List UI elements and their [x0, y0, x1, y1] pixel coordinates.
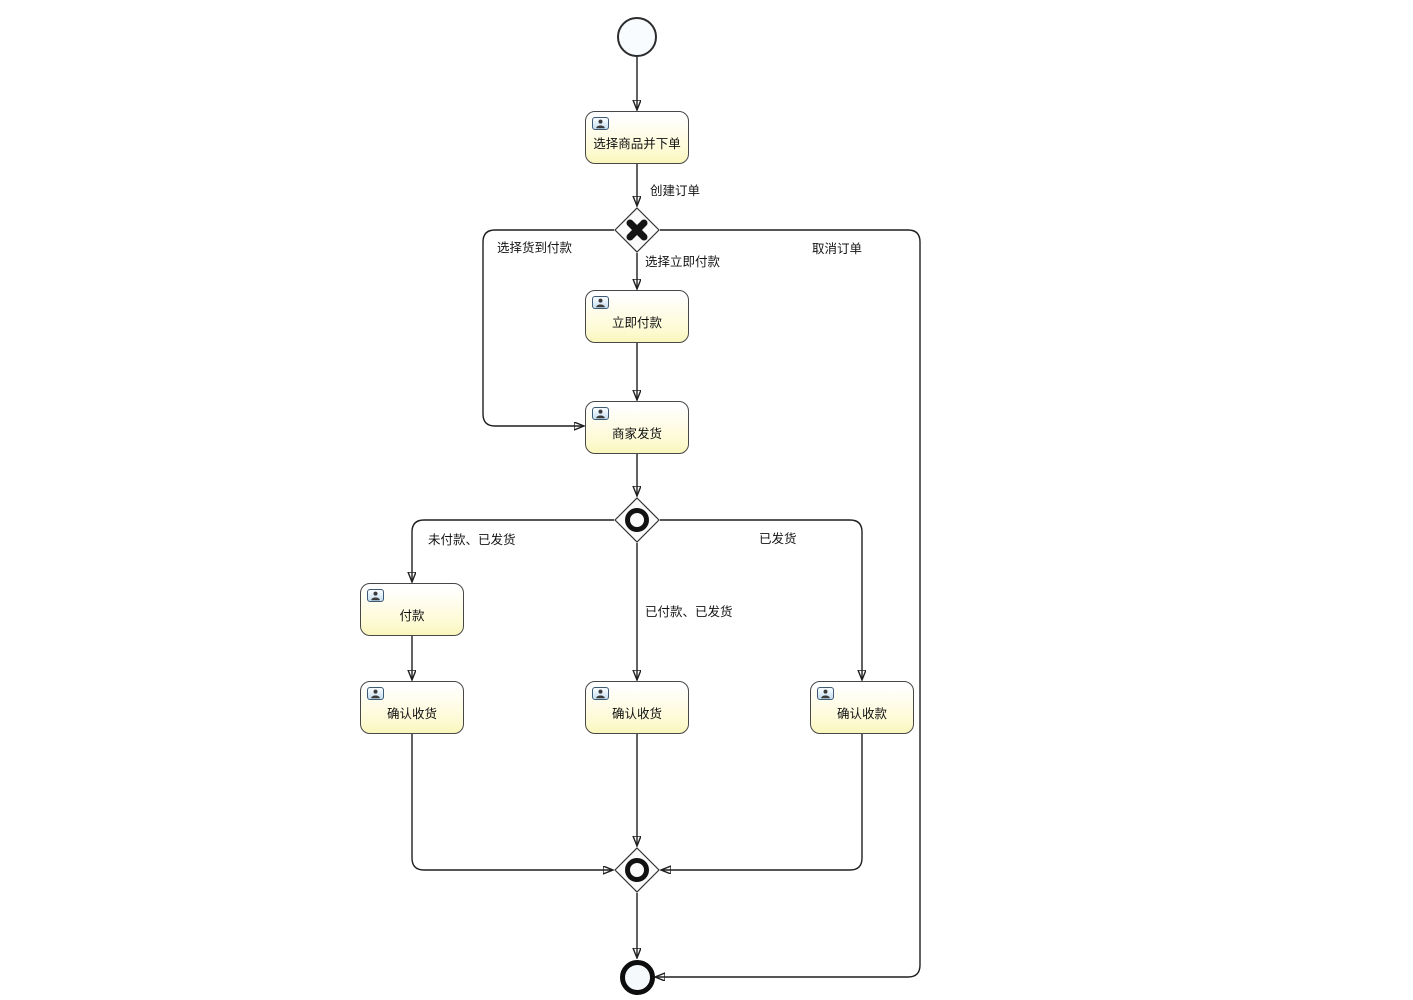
user-task-icon [367, 589, 384, 602]
start-event[interactable] [617, 17, 657, 57]
flow-split-to-confirm-collection [660, 519, 862, 679]
edge-label-paid-shipped: 已付款、已发货 [645, 604, 733, 619]
user-task-icon [367, 687, 384, 700]
end-event[interactable] [620, 960, 655, 995]
user-task-icon [817, 687, 834, 700]
inclusive-or-icon [625, 508, 649, 532]
user-task-icon [592, 296, 609, 309]
task-label: 商家发货 [611, 426, 662, 441]
user-task-icon [592, 407, 609, 420]
task-label: 立即付款 [611, 315, 662, 330]
task-label: 选择商品并下单 [593, 136, 681, 151]
inclusive-gateway-merge[interactable] [614, 847, 660, 893]
flow-split-to-pay [412, 519, 614, 581]
task-confirm-collection[interactable]: 确认收款 [810, 681, 914, 734]
edge-label-choose-cod: 选择货到付款 [497, 240, 573, 255]
inclusive-gateway-split[interactable] [614, 497, 660, 543]
flow-cancel-to-end [656, 229, 921, 977]
user-task-icon [592, 687, 609, 700]
task-label: 付款 [399, 608, 425, 623]
task-confirm-receipt-mid[interactable]: 确认收货 [585, 681, 689, 734]
edge-label-create-order: 创建订单 [650, 183, 701, 198]
task-merchant-ship[interactable]: 商家发货 [585, 401, 689, 454]
inclusive-or-icon [625, 858, 649, 882]
flow-confirm-collection-to-merge [662, 734, 863, 870]
task-select-product-order[interactable]: 选择商品并下单 [585, 111, 689, 164]
edge-label-cancel-order: 取消订单 [812, 241, 863, 256]
xor-icon [626, 219, 648, 241]
edge-label-unpaid-shipped: 未付款、已发货 [428, 532, 516, 547]
task-label: 确认收货 [386, 706, 437, 721]
task-label: 确认收款 [836, 706, 887, 721]
exclusive-gateway-order-choice[interactable] [614, 207, 660, 253]
flow-cod-to-merchant-ship [482, 229, 614, 426]
task-label: 确认收货 [611, 706, 662, 721]
task-confirm-receipt-left[interactable]: 确认收货 [360, 681, 464, 734]
edge-label-choose-pay-now: 选择立即付款 [645, 254, 721, 269]
task-pay[interactable]: 付款 [360, 583, 464, 636]
task-pay-immediately[interactable]: 立即付款 [585, 290, 689, 343]
user-task-icon [592, 117, 609, 130]
flow-confirm-receipt-left-to-merge [411, 734, 612, 870]
edge-label-shipped: 已发货 [759, 531, 797, 546]
